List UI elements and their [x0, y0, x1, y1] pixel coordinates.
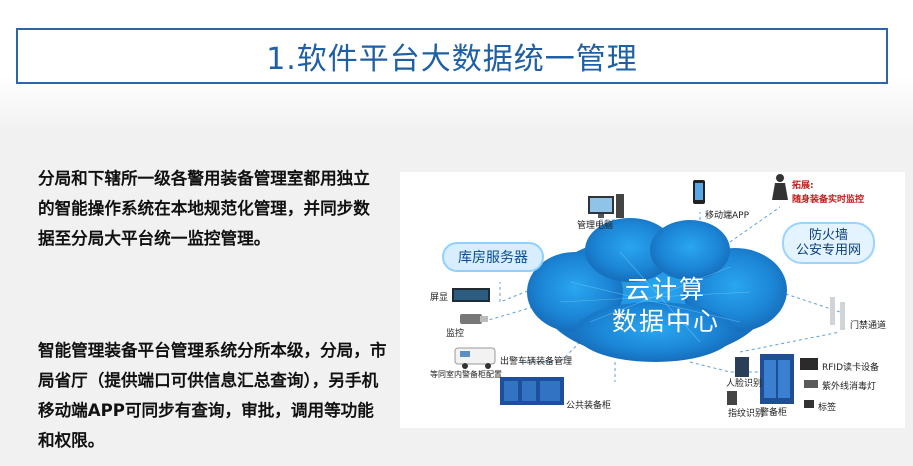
rfid-label: RFID读卡设备 — [822, 363, 880, 373]
paragraph-local-management: 分局和下辖所一级各警用装备管理室都用独立的智能操作系统在本地规范化管理，并同步数… — [38, 169, 370, 248]
phone-icon — [693, 180, 705, 204]
monitor-label: 监控 — [446, 329, 465, 339]
gate-label: 门禁通道 — [850, 321, 887, 331]
public-cabinet-label: 公共装备柜 — [566, 401, 612, 411]
face-id-icon — [735, 357, 749, 377]
expand-desc: 随身装备实时监控 — [792, 195, 865, 205]
vehicle-mgmt-label: 出警车辆装备管理 — [500, 357, 573, 367]
uv-lamp-label: 紫外线消毒灯 — [822, 382, 877, 392]
computer-icon — [588, 194, 624, 218]
firewall-line2: 公安专用网 — [796, 243, 862, 258]
gate-icon — [830, 297, 845, 330]
vehicle-icon — [454, 347, 496, 369]
pc-label: 管理电脑 — [577, 221, 614, 231]
rfid-reader-icon — [800, 358, 818, 370]
duty-room-label: 等同室内警备柜配置 — [430, 370, 502, 379]
person-icon — [772, 174, 788, 200]
public-cabinet-icon — [500, 377, 564, 405]
diagram-graphics — [452, 174, 845, 408]
cloud-shape — [527, 218, 787, 362]
system-diagram: 云计算 数据中心 库房服务器 防火墙 公安专用网 管理电脑 移动端APP 拓展:… — [400, 172, 905, 428]
tag-label: 标签 — [818, 403, 837, 413]
firewall-label: 防火墙 公安专用网 — [782, 222, 876, 264]
expand-label: 拓展: — [792, 181, 814, 191]
warehouse-server-label: 库房服务器 — [442, 242, 544, 272]
camera-icon — [460, 314, 488, 324]
firewall-line1: 防火墙 — [809, 228, 849, 243]
screen-label: 屏显 — [430, 293, 449, 303]
fingerprint-icon — [727, 391, 737, 405]
cloud-label-line1: 云计算 — [625, 275, 707, 304]
mobile-app-label: 移动端APP — [705, 211, 750, 221]
screen-icon — [452, 288, 490, 302]
page-title: 1.软件平台大数据统一管理 — [266, 42, 638, 77]
cloud-label-line2: 数据中心 — [612, 307, 721, 336]
fingerprint-label: 指纹识别 — [728, 409, 765, 419]
police-cabinet-icon — [760, 354, 794, 404]
tag-icon — [804, 400, 814, 408]
title-box: 1.软件平台大数据统一管理 — [16, 28, 888, 84]
uv-lamp-icon — [804, 380, 818, 388]
paragraph-platform-system: 智能管理装备平台管理系统分所本级，分局，市局省厅（提供端口可供信息汇总查询），另… — [38, 341, 387, 450]
police-cabinet-label: 警备柜 — [760, 408, 788, 418]
face-id-label: 人脸识别 — [726, 379, 763, 389]
